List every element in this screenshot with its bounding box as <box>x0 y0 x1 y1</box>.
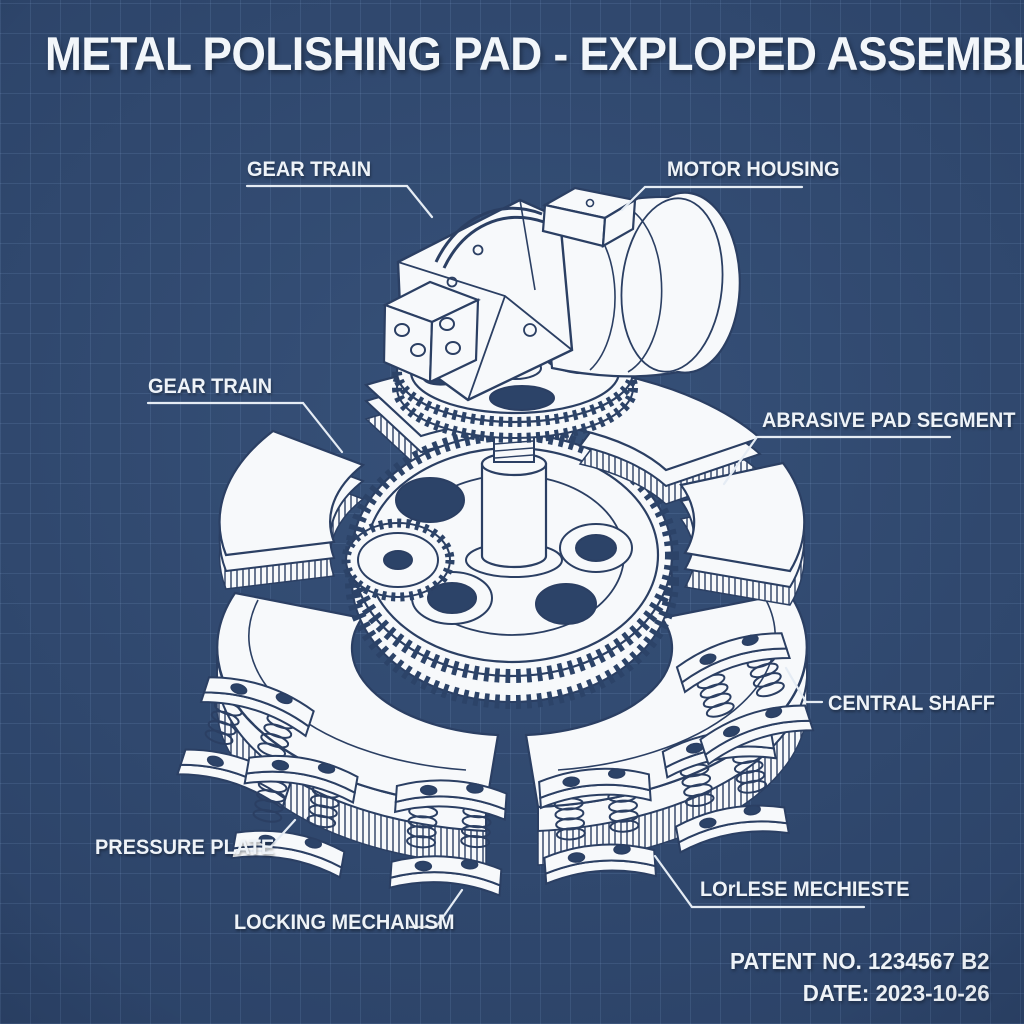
callout-motor-housing: MOTOR HOUSING <box>667 158 840 181</box>
sheet-title: METAL POLISHING PAD - EXPLOPED ASSEMBLY <box>45 27 1024 80</box>
callout-locking-mechanism: LOCKING MECHANISM <box>234 911 455 934</box>
callout-pressure-plate: PRESSURE PLATE <box>95 836 275 859</box>
abrasive-pad-segments <box>218 373 806 606</box>
planetary-gear-plate <box>341 408 679 709</box>
patent-number: PATENT NO. 1234567 B2 <box>730 948 990 974</box>
callout-leader-lines <box>146 184 952 929</box>
motor-terminal-block <box>541 186 639 248</box>
motor-housing <box>382 186 741 402</box>
callout-lower-mechanism: LOrLESE MECHIESTE <box>700 878 910 901</box>
patent-date: DATE: 2023-10-26 <box>803 980 990 1006</box>
planet-gear <box>341 518 455 602</box>
motor-connector-block <box>382 280 481 384</box>
callout-abrasive-pad-segment: ABRASIVE PAD SEGMENT <box>762 409 1016 432</box>
callout-gear-train-mid: GEAR TRAIN <box>148 375 273 398</box>
callout-central-shaft: CENTRAL SHAFF <box>828 692 995 715</box>
callout-gear-train-top: GEAR TRAIN <box>247 158 372 181</box>
